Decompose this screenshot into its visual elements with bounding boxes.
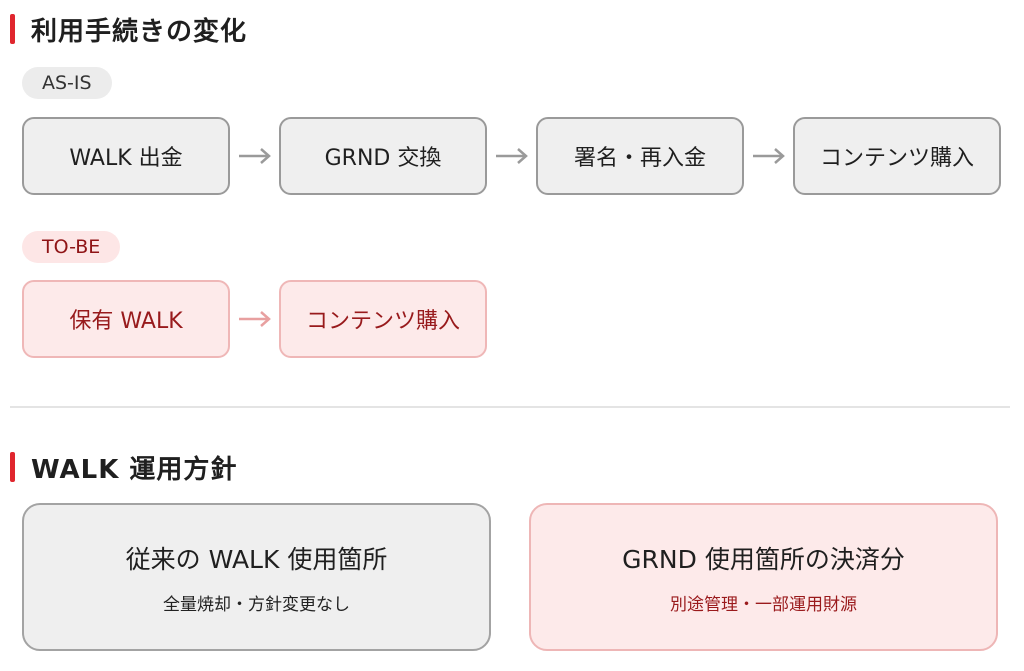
section-accent-bar [10, 452, 15, 482]
section-title-text: WALK 運用方針 [31, 454, 238, 485]
as-is-step-walk-withdraw: WALK 出金 [22, 117, 230, 195]
arrow-right-icon [239, 148, 271, 164]
card-title: 従来の WALK 使用箇所 [125, 544, 388, 574]
to-be-step-held-walk: 保有 WALK [22, 280, 230, 358]
card-subtitle: 別途管理・一部運用財源 [670, 594, 857, 615]
section-title-text: 利用手続きの変化 [31, 16, 248, 47]
arrow-right-icon [239, 311, 271, 327]
section-title-procedure-change: 利用手続きの変化 [10, 12, 248, 47]
section-divider [10, 406, 1010, 408]
as-is-step-sign-redeposit: 署名・再入金 [536, 117, 744, 195]
to-be-step-content-purchase: コンテンツ購入 [279, 280, 487, 358]
section-accent-bar [10, 14, 15, 44]
card-title: GRND 使用箇所の決済分 [622, 544, 905, 574]
arrow-right-icon [496, 148, 528, 164]
as-is-step-content-purchase: コンテンツ購入 [793, 117, 1001, 195]
policy-card-grnd-settlement: GRND 使用箇所の決済分 別途管理・一部運用財源 [529, 503, 998, 651]
as-is-step-grnd-exchange: GRND 交換 [279, 117, 487, 195]
to-be-tag: TO-BE [22, 231, 121, 263]
arrow-right-icon [753, 148, 785, 164]
policy-card-legacy-walk: 従来の WALK 使用箇所 全量焼却・方針変更なし [22, 503, 491, 651]
card-subtitle: 全量焼却・方針変更なし [163, 594, 350, 615]
section-title-walk-policy: WALK 運用方針 [10, 450, 238, 485]
as-is-tag: AS-IS [22, 67, 112, 99]
